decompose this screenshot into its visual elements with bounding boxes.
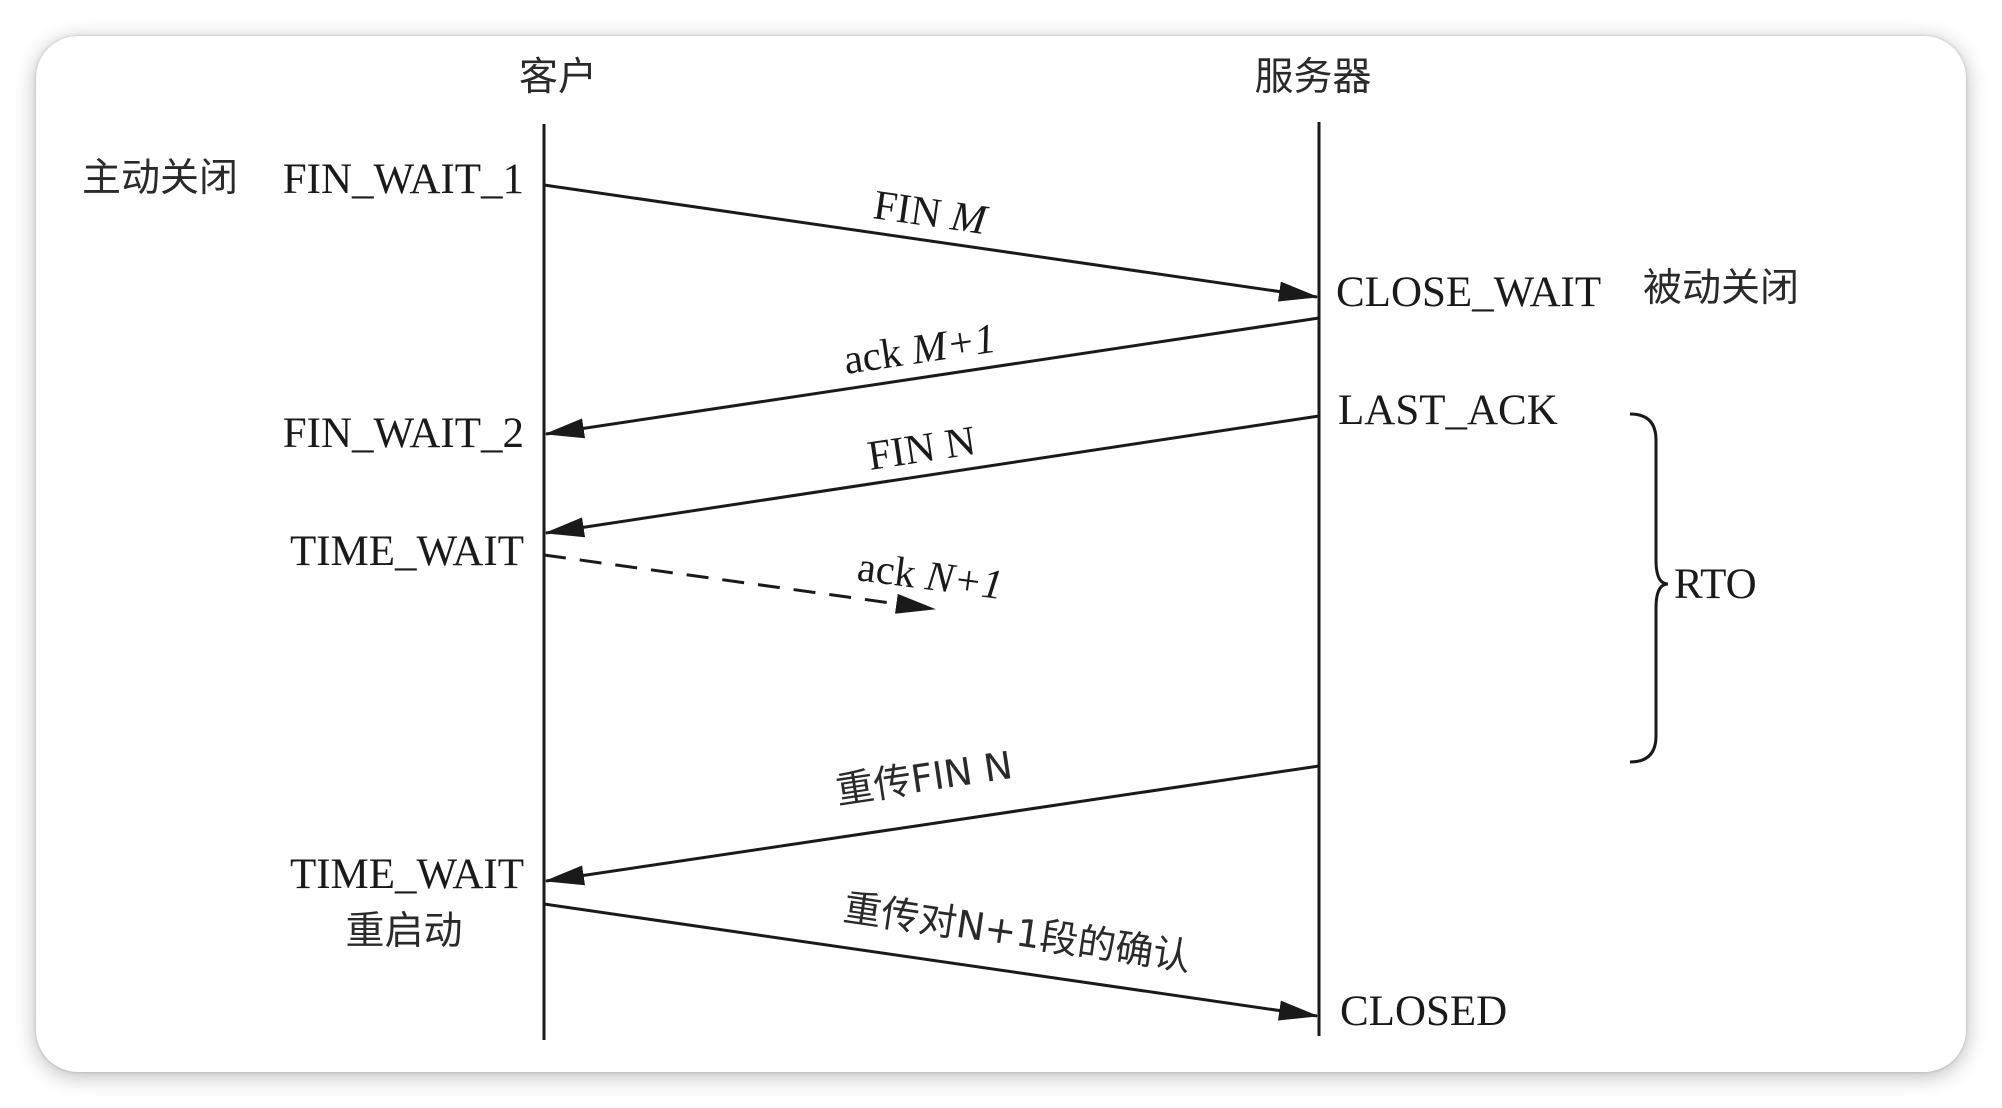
arrow-ack-m1 [544,316,1320,439]
diagram-card [36,36,1966,1072]
restart-label: 重启动 [345,909,462,954]
message-fin-m: FIN M [871,182,992,244]
client-column-header: 客户 [519,55,597,100]
message-ack-m1: ack M+1 [841,316,999,384]
server-column-header: 服务器 [1254,55,1371,100]
message-retransmit-ack: 重传对N+1段的确认 [841,885,1194,979]
state-time-wait: TIME_WAIT [290,528,524,575]
message-ack-n1: ack N+1 [855,544,1006,609]
passive-close-label: 被动关闭 [1643,266,1799,311]
arrow-retransmit-fin-n [544,764,1320,886]
rto-label: RTO [1674,561,1757,608]
state-time-wait-restart: TIME_WAIT [290,851,524,898]
state-last-ack: LAST_ACK [1338,387,1558,434]
message-retransmit-fin-n: 重传FIN N [833,743,1016,813]
rto-brace [1629,412,1669,764]
state-fin-wait-1: FIN_WAIT_1 [283,156,524,203]
arrow-fin-n [544,414,1320,538]
arrow-retransmit-ack [543,902,1319,1021]
state-closed: CLOSED [1340,988,1507,1035]
arrow-ack-n1-lost [543,553,936,614]
state-fin-wait-2: FIN_WAIT_2 [283,410,524,457]
arrow-fin-m [543,183,1319,302]
state-close-wait: CLOSE_WAIT [1336,269,1601,316]
active-close-label: 主动关闭 [82,156,238,201]
